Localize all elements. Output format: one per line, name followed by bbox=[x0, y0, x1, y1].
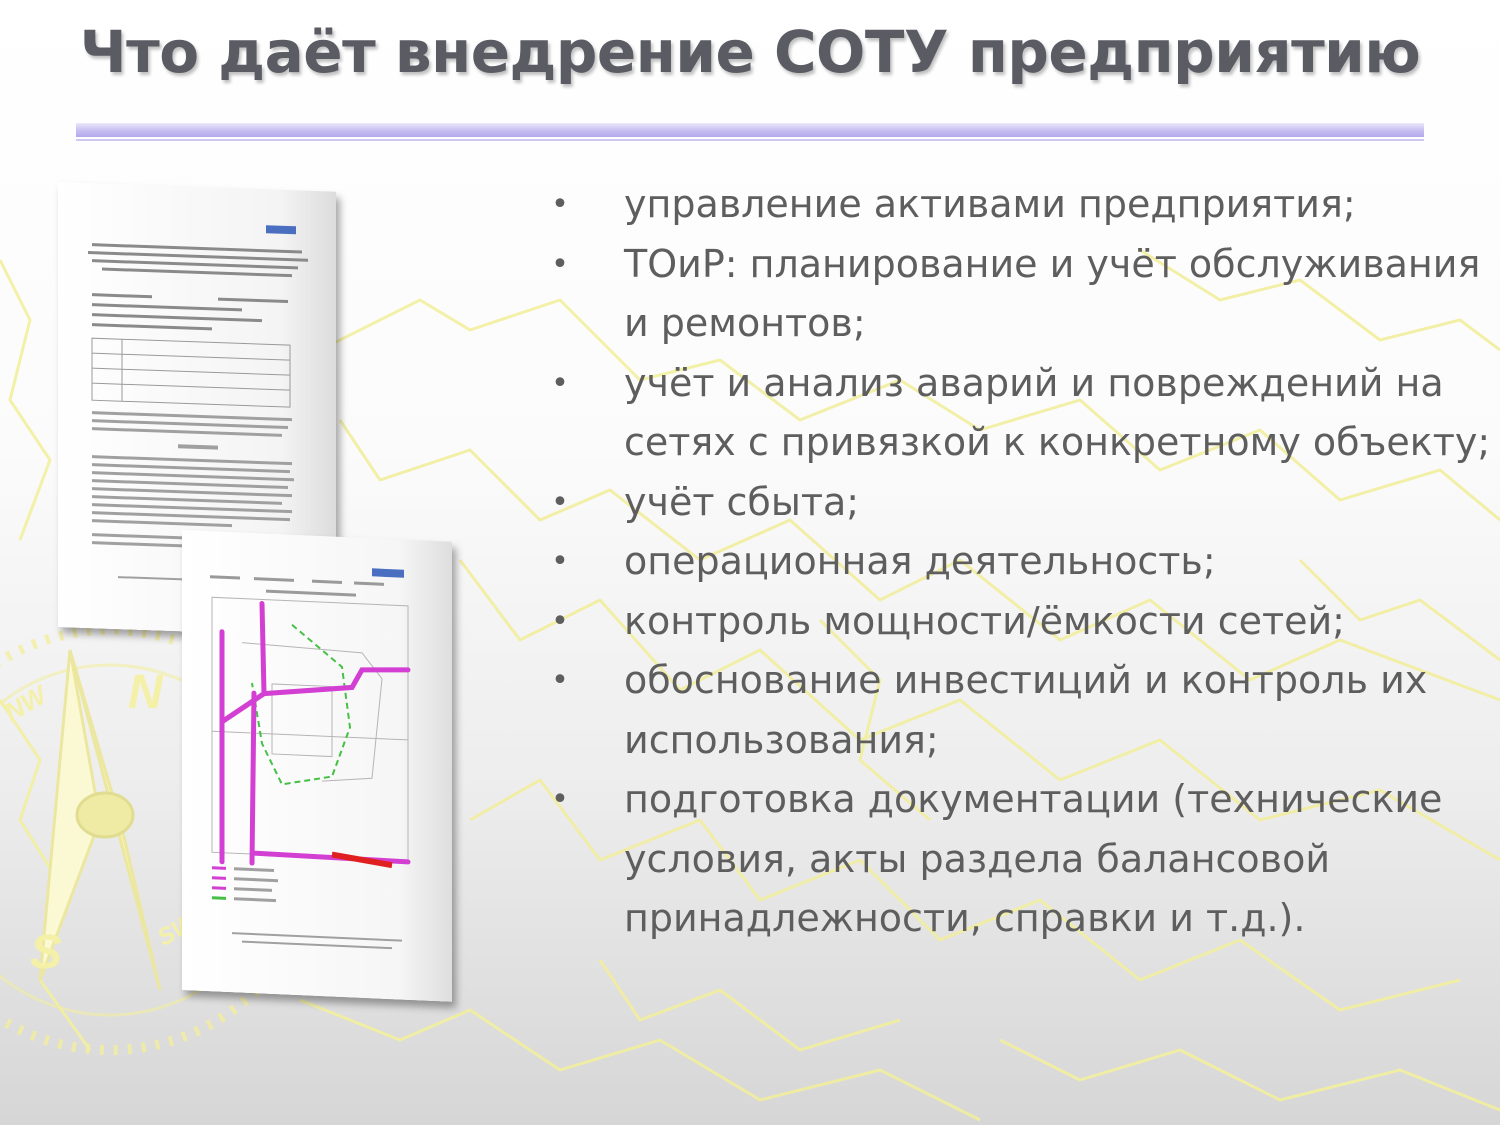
bullet-marker: • bbox=[551, 663, 569, 698]
bullet-text: контроль мощности/ёмкости сетей; bbox=[624, 598, 1345, 643]
bullet-list: • управление активами предприятия; • ТОиР:… bbox=[545, 175, 1495, 949]
bullet-item: • управление активами предприятия; bbox=[545, 175, 1495, 235]
bullet-marker: • bbox=[551, 365, 569, 401]
bullet-text: ТОиР: планирование и учёт обслуживания и… bbox=[624, 241, 1481, 346]
document-thumbnail-map bbox=[182, 530, 452, 1002]
bullet-item: • операционная деятельность; bbox=[545, 532, 1495, 592]
bullet-text: операционная деятельность; bbox=[624, 539, 1216, 583]
bullet-text: управление активами предприятия; bbox=[624, 182, 1356, 226]
bullet-item: • учёт сбыта; bbox=[545, 473, 1495, 533]
compass-south-label: S bbox=[30, 926, 62, 979]
bullet-text: подготовка документации (технические усл… bbox=[624, 777, 1443, 940]
bullet-item: • контроль мощности/ёмкости сетей; bbox=[545, 592, 1495, 652]
bullet-marker: • bbox=[551, 544, 569, 579]
slide-title: Что даёт внедрение СОТУ предприятию bbox=[79, 18, 1421, 86]
bullet-item: • ТОиР: планирование и учёт обслуживания … bbox=[545, 235, 1495, 354]
document-thumbnail-text bbox=[58, 182, 336, 637]
bullet-item: • подготовка документации (технические ус… bbox=[545, 770, 1495, 949]
compass-north-label: N bbox=[128, 666, 164, 719]
bullet-text: учёт и анализ аварий и повреждений на се… bbox=[624, 360, 1491, 465]
bullet-marker: • bbox=[551, 782, 569, 817]
bullet-marker: • bbox=[551, 246, 569, 282]
title-underline bbox=[76, 123, 1424, 141]
compass-nw-label: NW bbox=[0, 679, 54, 728]
bullet-marker: • bbox=[551, 603, 569, 639]
bullet-text: обоснование инвестиций и контроль их исп… bbox=[624, 658, 1428, 762]
bullet-marker: • bbox=[551, 187, 569, 222]
bullet-item: • учёт и анализ аварий и повреждений на с… bbox=[545, 354, 1495, 473]
bullet-item: • обоснование инвестиций и контроль их ис… bbox=[545, 651, 1495, 770]
bullet-text: учёт сбыта; bbox=[624, 479, 860, 524]
bullet-marker: • bbox=[551, 484, 569, 520]
